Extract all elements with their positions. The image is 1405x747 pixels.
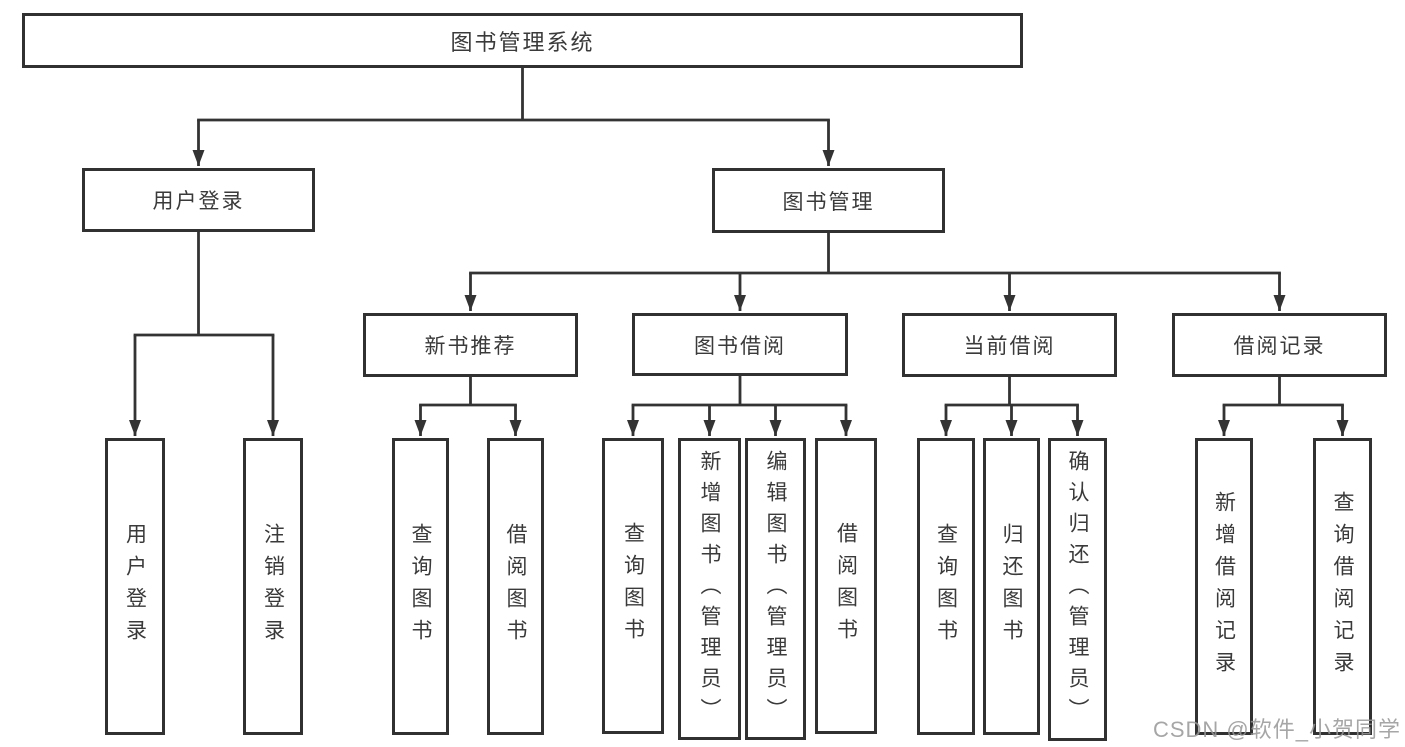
node-borrowing-records: 借阅记录 — [1172, 313, 1387, 377]
node-leaf-logout: 注销登录 — [243, 438, 303, 735]
csdn-watermark: CSDN @软件_小贺同学 — [1152, 717, 1401, 742]
node-leaf-add-borrow-record: 新增借阅记录 — [1195, 438, 1253, 735]
node-leaf-borrow-books-1: 借阅图书 — [487, 438, 544, 735]
node-leaf-query-books-2: 查询图书 — [602, 438, 664, 734]
node-label: 新增借阅记录 — [1212, 490, 1236, 683]
node-label: 确认归还（管理员） — [1066, 450, 1089, 729]
node-label: 编辑图书（管理员） — [764, 449, 787, 729]
node-book-borrowing: 图书借阅 — [632, 313, 848, 376]
node-library-management-system: 图书管理系统 — [22, 13, 1023, 68]
node-leaf-return-books: 归还图书 — [983, 438, 1040, 735]
node-leaf-query-borrow-record: 查询借阅记录 — [1313, 438, 1372, 735]
node-leaf-edit-books-admin: 编辑图书（管理员） — [745, 438, 806, 740]
node-leaf-add-books-admin: 新增图书（管理员） — [678, 438, 741, 740]
node-label: 新书推荐 — [424, 335, 517, 358]
node-book-management: 图书管理 — [712, 168, 945, 233]
node-label: 查询借阅记录 — [1331, 490, 1354, 683]
node-label: 当前借阅 — [963, 335, 1056, 358]
node-label: 新增图书（管理员） — [698, 449, 721, 729]
node-label: 借阅记录 — [1233, 335, 1326, 358]
node-label: 查询图书 — [409, 522, 432, 651]
node-label: 用户登录 — [152, 190, 245, 213]
node-label: 图书借阅 — [694, 334, 786, 358]
node-label: 归还图书 — [1000, 522, 1023, 651]
node-leaf-query-books-3: 查询图书 — [917, 438, 975, 735]
node-leaf-borrow-books-2: 借阅图书 — [815, 438, 877, 734]
node-user-login: 用户登录 — [82, 168, 315, 232]
node-current-borrowing: 当前借阅 — [902, 313, 1117, 377]
node-label: 借阅图书 — [834, 522, 858, 650]
node-leaf-user-login: 用户登录 — [105, 438, 165, 735]
node-leaf-confirm-return-admin: 确认归还（管理员） — [1048, 438, 1107, 741]
node-label: 图书管理 — [782, 190, 875, 214]
node-label: 用户登录 — [123, 522, 147, 651]
node-label: 查询图书 — [621, 522, 645, 650]
node-label: 借阅图书 — [504, 522, 527, 651]
node-new-book-recommend: 新书推荐 — [363, 313, 578, 377]
node-leaf-query-books-1: 查询图书 — [392, 438, 449, 735]
node-label: 查询图书 — [934, 522, 958, 651]
node-label: 注销登录 — [261, 522, 285, 651]
node-label: 图书管理系统 — [450, 29, 595, 55]
